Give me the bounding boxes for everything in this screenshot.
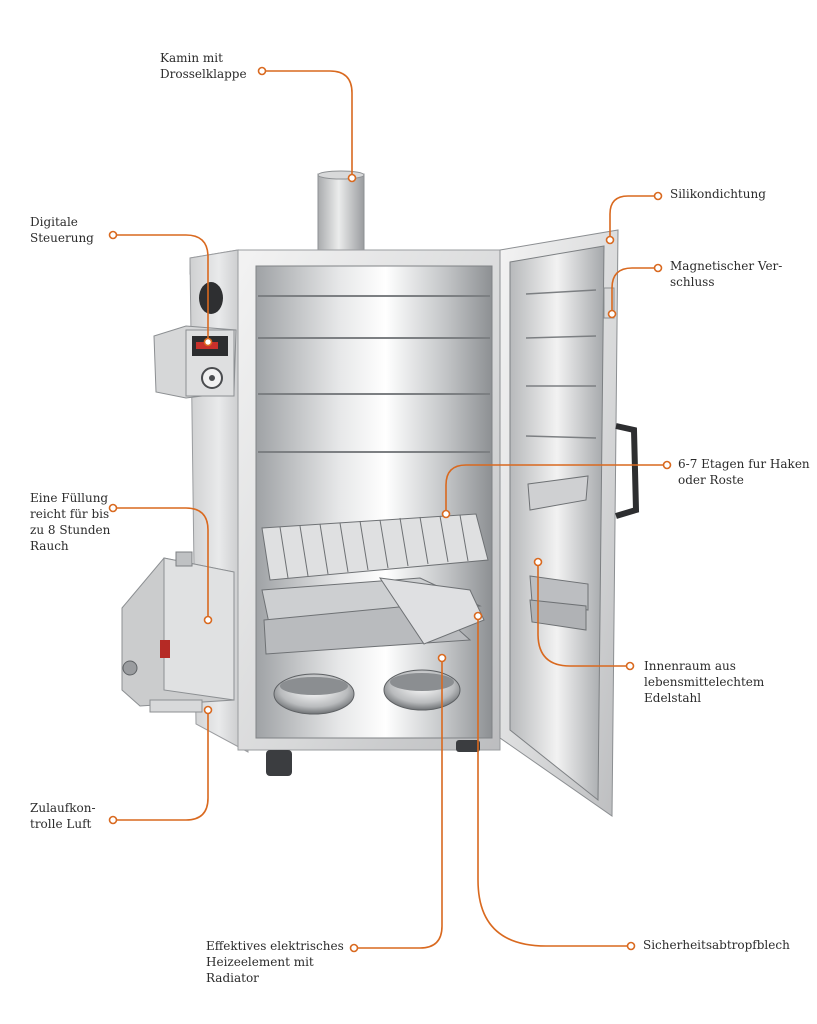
chimney-illustration xyxy=(317,170,365,253)
grill-rack xyxy=(261,513,489,581)
leader-digital-control xyxy=(108,230,213,347)
drip-trays xyxy=(261,577,485,655)
label-heating-element: Effektives elektrisches Heizeelement mit… xyxy=(206,939,344,985)
smoker-illustration xyxy=(121,170,640,817)
label-digital-control: Digitale Steuerung xyxy=(30,215,94,245)
smoke-generator xyxy=(121,551,235,713)
leader-interior xyxy=(533,557,635,671)
open-door xyxy=(499,229,640,817)
label-chimney: Kamin mit Drosselklappe xyxy=(160,51,247,81)
label-air-control: Zulaufkon- trolle Luft xyxy=(30,801,96,831)
leader-air-control xyxy=(108,705,213,825)
smoke-bowls xyxy=(273,669,461,715)
label-drip-tray: Sicherheitsabtropfblech xyxy=(643,938,790,952)
label-smoke-fill: Eine Füllung reicht für bis zu 8 Stunden… xyxy=(30,491,111,553)
leader-heating-element xyxy=(349,653,447,953)
label-magnetic-lock: Magnetischer Ver- schluss xyxy=(670,259,783,289)
label-levels: 6-7 Etagen fur Haken oder Roste xyxy=(678,457,810,487)
leader-magnetic-lock xyxy=(607,263,663,319)
controller-box xyxy=(153,325,237,399)
leader-drip-tray xyxy=(473,611,636,951)
interior-rails xyxy=(258,295,490,453)
label-interior: Innenraum aus lebensmittelechtem Edelsta… xyxy=(644,659,765,705)
leader-chimney xyxy=(257,66,357,183)
leader-silicone-seal xyxy=(605,191,663,245)
leader-levels xyxy=(441,460,672,519)
leader-smoke-fill xyxy=(108,503,213,625)
label-silicone-seal: Silikondichtung xyxy=(670,187,766,201)
